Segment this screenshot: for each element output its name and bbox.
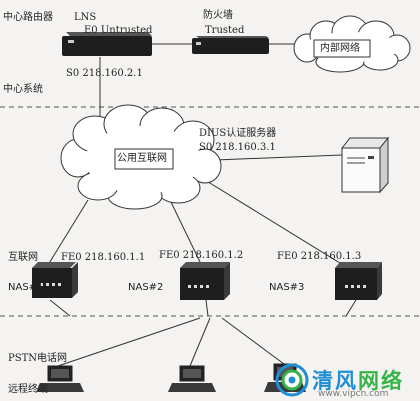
lns-label: LNS [74,12,97,23]
watermark-brand-text: 清风网络 [312,369,404,393]
e0-untrusted-label: E0 Untrusted [84,25,153,36]
remote-terminal-label: 远程终端 [8,384,48,395]
radius-server-label: DIUS认证服务器 [199,128,277,139]
links [47,43,357,367]
nas1-device-icon [32,262,78,298]
nas1-label: NAS#1 [8,282,44,293]
watermark-url: www.vipcn.com [318,389,389,399]
link-nas2-pstn [205,299,209,317]
link-pstn-terminal3 [221,317,285,365]
pstn-label: PSTN电话网 [8,353,67,364]
internet-zone-label: 互联网 [8,252,38,263]
trusted-label: Trusted [205,25,245,36]
internal-network-box [313,39,371,58]
link-pstn-terminal1 [57,317,201,367]
radius-s0-label: S0 218.160.3.1 [199,142,276,153]
link-internet-nas2 [169,199,201,263]
internal-network-label: 内部网络 [320,43,360,54]
nas3-label: NAS#3 [269,282,305,293]
center-s0-label: S0 218.160.2.1 [66,68,143,79]
watermark-brand-part-1: 清风 [312,369,358,393]
nas3-device-icon [335,262,382,300]
internal-network-cloud [293,15,411,73]
link-internet-nas3 [204,179,349,269]
firewall-label: 防火墙 [203,10,233,21]
center-router-label: 中心路由器 [3,12,53,23]
center-system-label: 中心系统 [3,84,43,95]
firewall-icon [192,36,269,54]
terminal1-computer-icon [36,365,84,392]
nas3-fe0-label: FE0 218.160.1.3 [277,251,362,262]
nas2-fe0-label: FE0 218.160.1.2 [159,250,244,261]
nas1-fe0-label: FE0 218.160.1.1 [61,252,146,263]
public-internet-cloud [60,104,222,210]
terminal2-computer-icon [168,365,216,392]
nas2-device-icon [180,262,230,300]
link-pstn-terminal2 [189,317,211,367]
public-internet-box [114,148,174,170]
link-nas1-pstn [49,299,71,317]
public-internet-label: 公用互联网 [117,153,167,164]
link-internet-radius [214,154,343,161]
nas2-label: NAS#2 [128,282,164,293]
link-nas3-pstn [345,299,357,317]
watermark-brand: 清风网络 [312,365,404,395]
watermark-logo-icon [275,363,309,397]
link-internet-nas1 [47,199,89,266]
server-icon [340,136,390,194]
router-icon [62,32,152,56]
watermark-brand-part-2: 网络 [358,369,404,393]
